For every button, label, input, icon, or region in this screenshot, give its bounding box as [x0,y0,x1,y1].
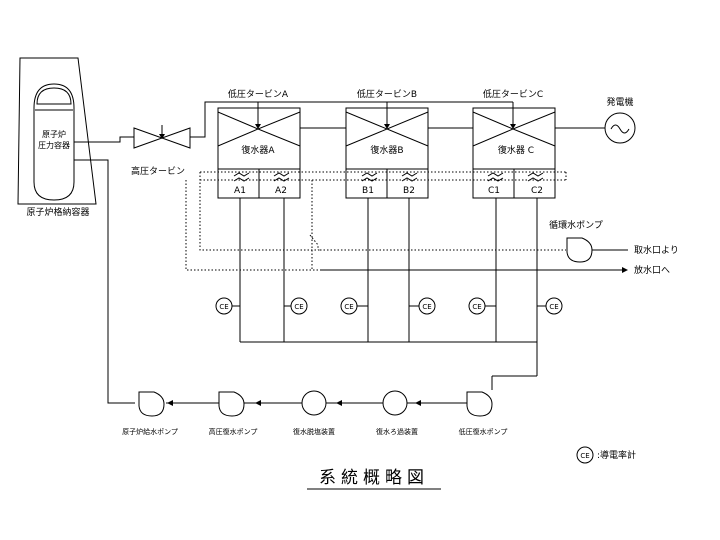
hp-turbine-label: 高圧タービン [131,165,185,177]
containment-label: 原子炉格納容器 [26,206,89,218]
section-a2-label: A2 [275,186,287,196]
ce-symbol: CE [549,303,558,311]
section-a1-label: A1 [234,186,246,196]
legend-ce-symbol: CE [580,452,589,460]
lp-turbine-a-label: 低圧タービンA [228,88,289,100]
ce-symbol: CE [344,303,353,311]
conductivity-meter: CE [468,297,496,315]
conductivity-meter: CE [409,297,436,315]
hp-condensate-pump: 高圧復水ポンプ [209,391,258,436]
lp-turbine-c-label: 低圧タービンC [483,88,543,100]
ce-symbol: CE [294,303,303,311]
generator: 発電機 [604,96,636,144]
vessel-label-1: 原子炉 [42,129,66,139]
conductivity-meter: CE [284,297,308,315]
legend-conductivity-label: :導電率計 [597,449,636,461]
lp-turbine-b-label: 低圧タービンB [357,88,417,100]
circulating-water-pump: 循環水ポンプ [549,219,603,263]
condensate-filter: 復水ろ過装置 [376,390,418,436]
circulating-pump-label: 循環水ポンプ [549,219,603,231]
lp-condensate-pump-label: 低圧復水ポンプ [459,427,508,436]
conductivity-meter: CE [215,297,240,315]
vessel-label-2: 圧力容器 [38,140,70,150]
water-discharge-label: 放水口へ [634,264,670,276]
ce-symbol: CE [219,303,228,311]
diagram-title-text: 系統概略図 [319,468,429,488]
hp-turbine: 高圧タービン [131,125,191,177]
ce-symbol: CE [422,303,431,311]
generator-label: 発電機 [606,96,633,108]
section-c2-label: C2 [531,186,543,196]
condenser-c-label: 復水器 C [498,144,534,156]
condenser-b-label: 復水器B [370,144,403,156]
legend-conductivity-meter: CE :導電率計 [576,446,636,464]
hp-exhaust-line [190,101,513,138]
condensate-demineralizer-label: 復水脱塩装置 [293,427,335,436]
lp-turbine-c: 低圧タービンC 復水器 C C1 C2 [472,88,556,199]
condensate-filter-label: 復水ろ過装置 [376,427,418,436]
section-b1-label: B1 [362,186,374,196]
section-b2-label: B2 [403,186,415,196]
reactor-pressure-vessel: 原子炉 圧力容器 [33,83,75,201]
hp-condensate-pump-label: 高圧復水ポンプ [209,427,258,436]
main-steam-line [74,136,136,143]
feedwater-return-line [74,159,135,404]
reactor-containment: 原子炉格納容器 [17,57,97,218]
section-c1-label: C1 [488,186,500,196]
water-intake-label: 取水口より [634,244,679,256]
diagram-title: 系統概略図 [307,468,441,490]
reactor-feedwater-pump: 原子炉給水ポンプ [122,391,178,436]
reactor-feedwater-pump-label: 原子炉給水ポンプ [122,427,178,436]
cooling-water-circuit [185,171,567,271]
condensate-demineralizer: 復水脱塩装置 [293,390,335,436]
ce-symbol: CE [472,303,481,311]
lp-turbine-a: 低圧タービンA 復水器A A1 A2 [217,88,301,199]
lp-condensate-pump: 低圧復水ポンプ [459,391,508,436]
condenser-a-label: 復水器A [241,144,275,156]
hotwell-drain-lines [239,198,538,390]
conductivity-meter: CE [537,297,563,315]
lp-turbine-b: 低圧タービンB 復水器B B1 B2 [345,88,429,199]
conductivity-meter: CE [340,297,368,315]
